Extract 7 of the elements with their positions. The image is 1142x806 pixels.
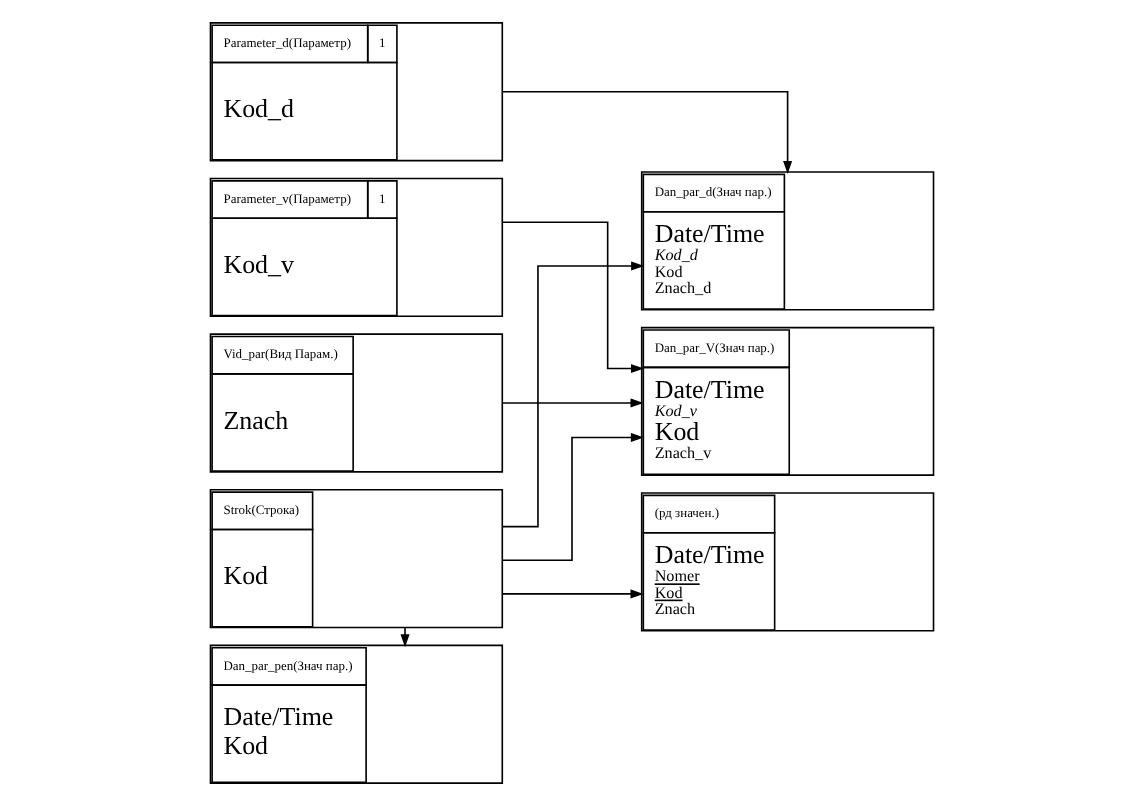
arrow	[500, 432, 643, 562]
arrow	[500, 261, 644, 528]
arrow	[500, 589, 643, 599]
arrow	[500, 398, 643, 408]
arrow	[500, 221, 643, 374]
arrow	[399, 627, 409, 648]
arrow	[500, 90, 792, 174]
